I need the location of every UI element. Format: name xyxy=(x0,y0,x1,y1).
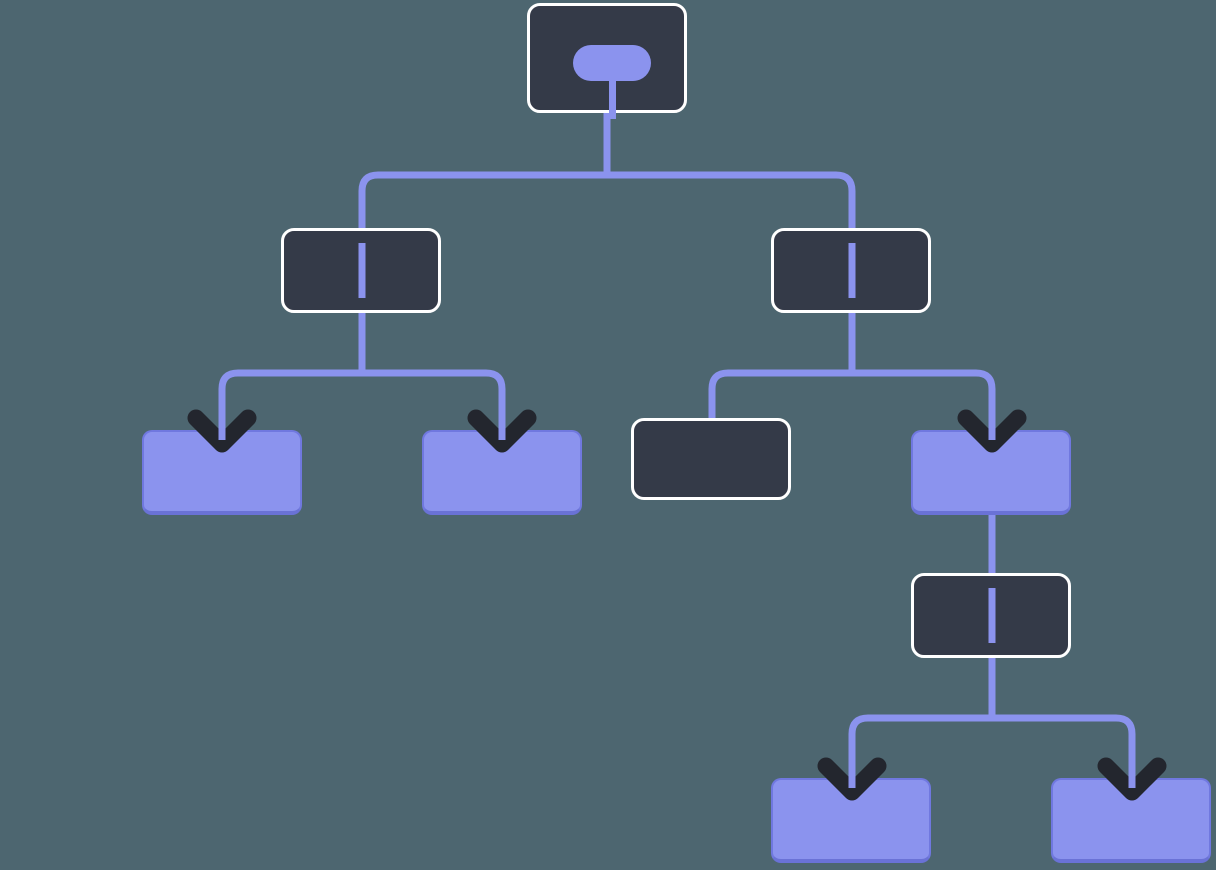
arrowhead-icon-branch xyxy=(957,409,1027,453)
edge-left-to-leaf-two xyxy=(362,369,506,432)
arrowhead-icon-leaf-one xyxy=(187,409,257,453)
level3-dark-leaf[interactable] xyxy=(631,418,791,500)
arrowhead-icon-bottom-two xyxy=(1097,757,1167,801)
edge-root-to-right xyxy=(607,171,856,313)
arrowhead-icon-bottom-one xyxy=(817,757,887,801)
edge-level4-to-leaf-two xyxy=(992,714,1136,780)
arrowhead-icon-leaf-two xyxy=(467,409,537,453)
edge-left-to-leaf-one xyxy=(218,369,362,432)
edge-level4-to-leaf-one xyxy=(848,714,992,780)
level2-left-node[interactable] xyxy=(281,228,441,313)
edge-root-to-left xyxy=(358,171,607,313)
edge-right-to-dark-leaf xyxy=(708,369,852,420)
root-pill-badge xyxy=(573,45,651,81)
edge-right-to-branch xyxy=(852,369,996,432)
root-pill-stem xyxy=(608,79,616,119)
root-node[interactable] xyxy=(527,3,687,119)
